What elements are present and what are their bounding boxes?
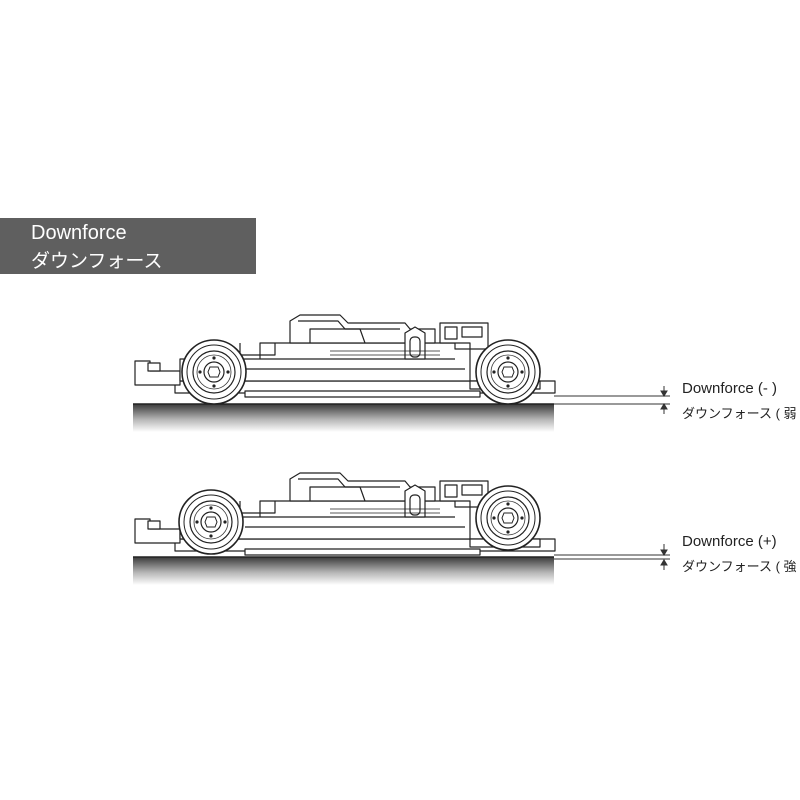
dimension-arrow-icon	[660, 386, 668, 414]
label-downforce-minus-jp: ダウンフォース ( 弱 )	[682, 406, 800, 421]
ground-block-1	[133, 404, 554, 432]
dimension-arrow-icon	[660, 544, 668, 570]
ground-block-2	[133, 557, 554, 585]
label-downforce-plus: Downforce (+)	[682, 533, 777, 550]
car-diagram-high-downforce	[133, 472, 670, 585]
title-box: Downforce ダウンフォース	[0, 218, 256, 274]
title-english: Downforce	[31, 222, 127, 244]
label-downforce-plus-jp: ダウンフォース ( 強 )	[682, 559, 800, 574]
car-diagram-low-downforce	[133, 314, 670, 432]
label-downforce-minus: Downforce (- )	[682, 380, 778, 397]
title-japanese: ダウンフォース	[31, 251, 163, 272]
